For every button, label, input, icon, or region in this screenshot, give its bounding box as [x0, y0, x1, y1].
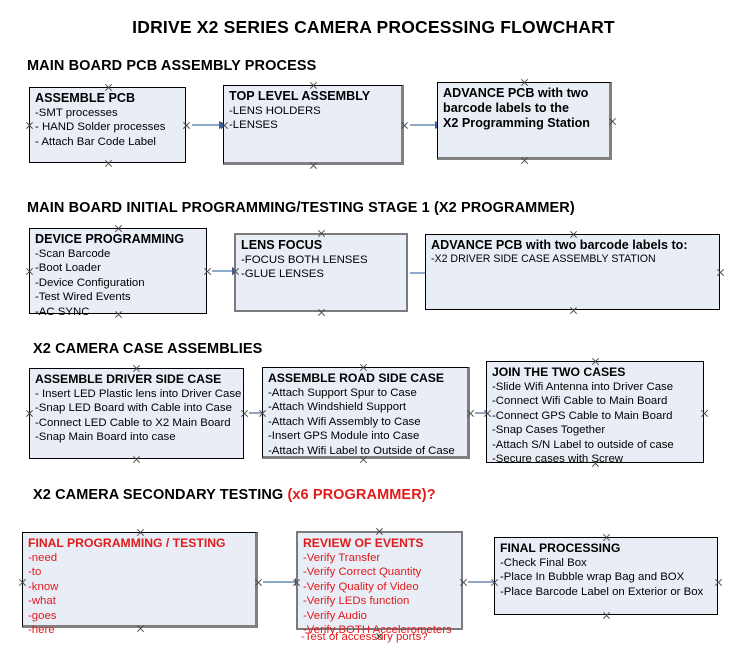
box-title: FINAL PROGRAMMING / TESTING	[28, 536, 226, 550]
section-heading-text: X2 CAMERA CASE ASSEMBLIES	[33, 341, 263, 357]
box-title: ADVANCE PCB with two barcode labels to:	[431, 238, 688, 252]
box-title: ASSEMBLE ROAD SIDE CASE	[268, 371, 445, 385]
box-title: REVIEW OF EVENTS	[303, 536, 424, 550]
box-line: -Boot Loader	[35, 262, 101, 275]
connector-arrow	[249, 408, 270, 417]
connector-arrow	[410, 120, 443, 129]
section-heading-text: MAIN BOARD PCB ASSEMBLY PROCESS	[27, 58, 317, 74]
box-line: -Verify Transfer	[303, 552, 381, 564]
box-assemble-road-side-case[interactable]: ASSEMBLE ROAD SIDE CASE -Attach Support …	[262, 367, 470, 459]
section-heading-main-board-pcb-assembly: MAIN BOARD PCB ASSEMBLY PROCESS	[27, 58, 316, 74]
box-line: -FOCUS BOTH LENSES	[241, 254, 368, 266]
box-line: -AC SYNC	[35, 305, 90, 318]
box-line: - HAND Solder processes	[35, 121, 166, 134]
box-line: -what	[28, 595, 56, 608]
box-line: -here	[28, 624, 55, 637]
box-line: -Insert GPS Module into Case	[268, 430, 420, 443]
connector-arrow	[212, 266, 240, 275]
box-line: -Secure cases with Screw	[492, 453, 624, 466]
box-title: ASSEMBLE PCB	[35, 91, 136, 105]
box-line: -Scan Barcode	[35, 248, 111, 260]
connector-arrow	[468, 577, 502, 586]
box-final-processing[interactable]: FINAL PROCESSING -Check Final Box -Place…	[494, 537, 718, 615]
box-line: -Attach Windshield Support	[268, 401, 407, 414]
box-line: - Attach Bar Code Label	[35, 135, 156, 148]
box-line: -Verify LEDs function	[303, 595, 410, 608]
box-line: -LENSES	[229, 119, 278, 132]
section-heading-text: X2 CAMERA SECONDARY TESTING	[33, 487, 288, 503]
box-line: -Attach Support Spur to Case	[268, 387, 417, 399]
box-line: -Verify BOTH Accelerometers	[303, 624, 452, 637]
box-line: -Connect GPS Cable to Main Board	[492, 409, 673, 422]
box-line: -Device Configuration	[35, 276, 145, 289]
box-line: -know	[28, 580, 59, 593]
box-line: -X2 DRIVER SIDE CASE ASSEMBLY STATION	[431, 253, 656, 265]
box-line: -Check Final Box	[500, 557, 587, 569]
box-line: -Attach Wifi Assembly to Case	[268, 415, 421, 428]
box-line: -need	[28, 552, 58, 564]
box-line: -Snap Cases Together	[492, 424, 606, 437]
section-heading-text: MAIN BOARD INITIAL PROGRAMMING/TESTING S…	[27, 200, 575, 216]
box-device-programming[interactable]: DEVICE PROGRAMMING -Scan Barcode -Boot L…	[29, 228, 207, 318]
box-top-level-assembly[interactable]: TOP LEVEL ASSEMBLY -LENS HOLDERS -LENSES	[223, 85, 404, 165]
box-title-line-2: barcode labels to the	[443, 101, 569, 115]
box-title: TOP LEVEL ASSEMBLY	[229, 89, 371, 103]
box-advance-pcb-programming-station[interactable]: ADVANCE PCB with two barcode labels to t…	[437, 82, 612, 160]
box-line: -Place In Bubble wrap Bag and BOX	[500, 571, 685, 584]
box-line: -Attach Wifi Label to Outside of Case	[268, 444, 455, 457]
box-join-the-two-cases[interactable]: JOIN THE TWO CASES -Slide Wifi Antenna i…	[486, 361, 704, 466]
box-assemble-pcb[interactable]: ASSEMBLE PCB -SMT processes - HAND Solde…	[29, 87, 186, 163]
box-line: -Test Wired Events	[35, 291, 131, 304]
box-line: -to	[28, 566, 42, 579]
connector-arrow	[263, 577, 303, 586]
box-line: -Connect LED Cable to X2 Main Board	[35, 416, 231, 429]
box-title: DEVICE PROGRAMMING	[35, 232, 185, 246]
box-title: LENS FOCUS	[241, 238, 323, 252]
box-title: ASSEMBLE DRIVER SIDE CASE	[35, 372, 222, 386]
box-line: -Verify Audio	[303, 609, 367, 622]
box-line: -Slide Wifi Antenna into Driver Case	[492, 381, 674, 393]
connector-arrow	[192, 120, 227, 129]
box-line: - Insert LED Plastic lens into Driver Ca…	[35, 388, 242, 400]
box-line: -LENS HOLDERS	[229, 105, 321, 117]
section-heading-accent: (x6 PROGRAMMER)?	[287, 487, 436, 503]
section-heading-x2-camera-case-assemblies: X2 CAMERA CASE ASSEMBLIES	[33, 341, 262, 357]
box-line-overflow: -Test of accessory ports?	[301, 631, 428, 643]
box-assemble-driver-side-case[interactable]: ASSEMBLE DRIVER SIDE CASE - Insert LED P…	[29, 368, 244, 459]
box-line: -SMT processes	[35, 107, 118, 119]
section-heading-x2-camera-secondary-testing: X2 CAMERA SECONDARY TESTING (x6 PROGRAMM…	[33, 487, 436, 503]
box-line: -GLUE LENSES	[241, 268, 324, 281]
box-line: -goes	[28, 609, 57, 622]
box-line: -Snap Main Board into case	[35, 431, 176, 444]
section-heading-main-board-initial-programming: MAIN BOARD INITIAL PROGRAMMING/TESTING S…	[27, 200, 575, 216]
page-title: IDRIVE X2 SERIES CAMERA PROCESSING FLOWC…	[132, 17, 615, 37]
box-title: ADVANCE PCB with two	[443, 86, 589, 100]
box-title: JOIN THE TWO CASES	[492, 365, 626, 379]
box-line: -Verify Quality of Video	[303, 580, 419, 593]
box-line: -Snap LED Board with Cable into Case	[35, 402, 232, 415]
box-line: -Place Barcode Label on Exterior or Box	[500, 585, 704, 598]
box-title: FINAL PROCESSING	[500, 541, 621, 555]
box-line: -Connect Wifi Cable to Main Board	[492, 395, 668, 408]
box-lens-focus[interactable]: LENS FOCUS -FOCUS BOTH LENSES -GLUE LENS…	[234, 233, 408, 312]
box-final-programming-testing[interactable]: FINAL PROGRAMMING / TESTING -need -to -k…	[22, 532, 258, 636]
box-line: -Attach S/N Label to outside of case	[492, 438, 674, 451]
box-line: -Verify Correct Quantity	[303, 566, 422, 579]
box-review-of-events[interactable]: REVIEW OF EVENTS -Verify Transfer -Verif…	[296, 531, 463, 636]
box-advance-pcb-driver-side-station[interactable]: ADVANCE PCB with two barcode labels to: …	[425, 234, 720, 310]
box-title-line-3: X2 Programming Station	[443, 116, 590, 130]
